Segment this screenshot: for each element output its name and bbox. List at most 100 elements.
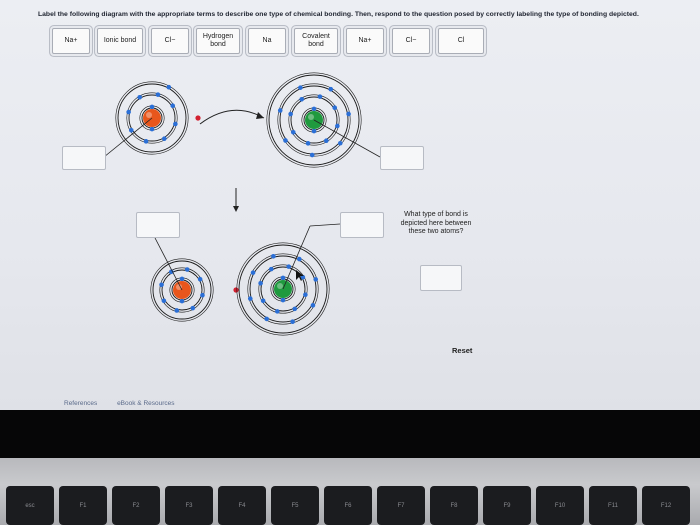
web-page: Label the following diagram with the app… <box>0 0 700 410</box>
sodium-ion-bottom-electron <box>161 298 167 304</box>
chloride-ion-bottom-electron <box>286 264 292 269</box>
chloride-ion-bottom-shell-outline-2 <box>258 264 308 314</box>
key-f7[interactable]: F7 <box>377 486 425 525</box>
key-f10[interactable]: F10 <box>536 486 584 525</box>
reset-button[interactable]: Reset <box>452 346 473 355</box>
chloride-ion-bottom-electron <box>280 297 286 303</box>
mouse-cursor-icon <box>296 270 304 281</box>
drop-target-4[interactable] <box>340 212 384 238</box>
label-cl-minus[interactable]: Cl− <box>151 28 189 54</box>
chloride-ion-bottom-electron <box>264 316 269 322</box>
key-f3[interactable]: F3 <box>165 486 213 525</box>
sodium-atom-top-electron <box>149 126 155 132</box>
chloride-ion-bottom-electron <box>280 275 286 281</box>
chlorine-atom-top-electron <box>290 129 296 135</box>
footer-links: References eBook & Resources <box>64 400 193 407</box>
sodium-atom-top-electron <box>170 103 176 109</box>
label-covalent-bond[interactable]: Covalent bond <box>294 28 338 54</box>
chlorine-atom-top-electron <box>335 123 340 129</box>
transferred-electron <box>195 115 201 121</box>
chloride-ion-bottom-shell-4 <box>238 244 328 334</box>
chloride-ion-bottom-electron <box>290 319 295 325</box>
chloride-ion-bottom-electron <box>260 298 266 304</box>
sodium-ion-bottom-shell-outline-3 <box>150 258 214 322</box>
sodium-atom-top-electron <box>128 127 134 133</box>
sodium-ion-bottom-electron <box>184 267 190 272</box>
sodium-atom-top-electron <box>166 84 172 90</box>
chloride-ion-bottom-shell-2 <box>260 266 306 312</box>
key-f2[interactable]: F2 <box>112 486 160 525</box>
chlorine-atom-top-electron <box>277 108 283 113</box>
sodium-ion-bottom-electron <box>200 292 205 298</box>
label-ionic-bond[interactable]: Ionic bond <box>97 28 143 54</box>
sodium-atom-top-shell-outline-3 <box>115 81 189 155</box>
chloride-ion-bottom-electron <box>313 277 319 282</box>
key-f6[interactable]: F6 <box>324 486 372 525</box>
key-f1[interactable]: F1 <box>59 486 107 525</box>
label-na-plus[interactable]: Na+ <box>52 28 90 54</box>
chlorine-atom-top-electron <box>317 94 323 99</box>
chlorine-atom-top-electron <box>305 141 311 146</box>
label-cl-minus-2[interactable]: Cl− <box>392 28 430 54</box>
leader-line-3 <box>153 235 183 291</box>
key-f5[interactable]: F5 <box>271 486 319 525</box>
chloride-ion-bottom-electron <box>268 266 274 272</box>
key-f12[interactable]: F12 <box>642 486 690 525</box>
chloride-ion-bottom-electron <box>247 296 253 301</box>
sodium-ion-bottom-electron <box>159 282 164 288</box>
sodium-atom-top-electron <box>143 139 149 144</box>
sodium-atom-top-electron <box>126 109 131 115</box>
chlorine-atom-top-electron <box>311 128 317 134</box>
sodium-atom-top-shell-outline-2 <box>126 92 178 144</box>
leader-line-4b <box>282 225 311 290</box>
sodium-ion-bottom-shell-3 <box>152 260 212 320</box>
answer-drop-target[interactable] <box>420 265 462 291</box>
key-f8[interactable]: F8 <box>430 486 478 525</box>
electron-transfer-arrowhead <box>256 112 264 119</box>
key-f4[interactable]: F4 <box>218 486 266 525</box>
references-link[interactable]: References <box>64 400 98 407</box>
sodium-atom-top-electron <box>155 92 161 97</box>
label-na[interactable]: Na <box>248 28 286 54</box>
sodium-atom-top-electron <box>137 94 143 100</box>
label-na-plus-2[interactable]: Na+ <box>346 28 384 54</box>
label-hydrogen-bond[interactable]: Hydrogen bond <box>196 28 240 54</box>
drop-target-3[interactable] <box>136 212 180 238</box>
chlorine-atom-top-electron <box>288 111 293 117</box>
chloride-ion-bottom-electron <box>303 292 308 298</box>
chloride-ion-bottom-electron <box>300 274 306 280</box>
chlorine-atom-top-electron <box>337 140 343 146</box>
leader-line-1 <box>103 117 153 158</box>
chloride-ion-bottom-electron <box>292 306 298 312</box>
drop-target-1[interactable] <box>62 146 106 170</box>
drop-target-2[interactable] <box>380 146 424 170</box>
chlorine-atom-top-shell-2 <box>290 96 338 144</box>
chlorine-atom-top-electron <box>283 138 288 143</box>
chlorine-atom-top-electron <box>332 105 338 111</box>
chloride-ion-bottom-electron <box>258 280 263 286</box>
chlorine-atom-top-electron <box>311 106 317 112</box>
sodium-atom-top-electron <box>149 104 155 110</box>
chlorine-atom-top-electron <box>299 96 305 102</box>
question-text: What type of bond is depicted here betwe… <box>400 211 472 235</box>
label-cl[interactable]: Cl <box>438 28 484 54</box>
chlorine-atom-top-shell-4 <box>268 74 360 166</box>
key-f9[interactable]: F9 <box>483 486 531 525</box>
chlorine-atom-top-shell-outline-2 <box>288 94 340 146</box>
sodium-ion-bottom-electron <box>174 308 180 313</box>
ebook-resources-link[interactable]: eBook & Resources <box>117 400 175 407</box>
chloride-ion-bottom-electron <box>310 303 316 308</box>
leader-line-2 <box>313 119 381 158</box>
chloride-ion-bottom-shell-outline-4 <box>236 242 330 336</box>
chlorine-atom-top-electron <box>298 85 303 90</box>
sodium-atom-top-electron <box>161 136 167 142</box>
key-f11[interactable]: F11 <box>589 486 637 525</box>
chloride-ion-bottom-nucleus-highlight <box>277 283 283 289</box>
instruction-text: Label the following diagram with the app… <box>38 11 639 18</box>
chloride-ion-bottom-electron <box>250 270 256 275</box>
sodium-ion-bottom-electron <box>197 276 203 282</box>
sodium-atom-top-nucleus-highlight <box>146 112 152 118</box>
key-esc[interactable]: esc <box>6 486 54 525</box>
chlorine-atom-top-electron <box>309 152 315 158</box>
bonding-diagram <box>103 72 381 336</box>
